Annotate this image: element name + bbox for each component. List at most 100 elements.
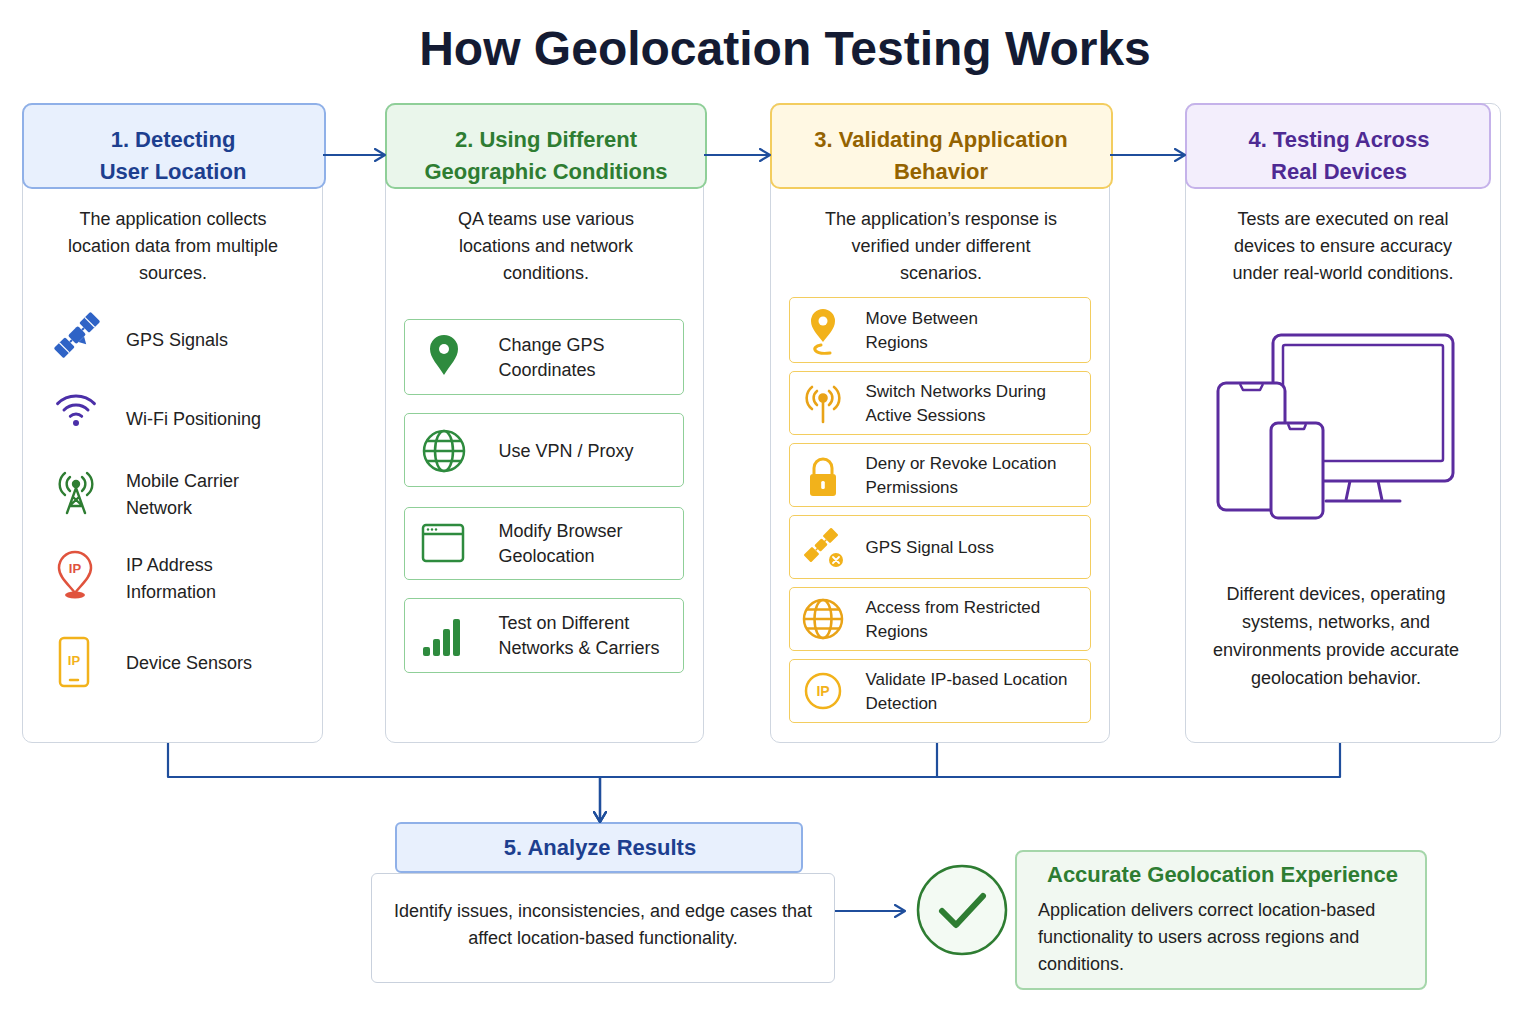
box-text: Deny or Revoke Location Permissions xyxy=(866,452,1071,500)
wifi-icon xyxy=(58,396,95,426)
result-box: 5. Analyze ResultsIdentify issues, incon… xyxy=(371,822,835,983)
devices-illustration xyxy=(1288,424,1306,429)
connector-group xyxy=(168,155,1340,911)
devices-illustration xyxy=(1218,335,1453,518)
box-text: Validate IP-based Location Detection xyxy=(866,668,1086,716)
antenna-icon xyxy=(807,387,840,422)
box-text: Wi-Fi Positioning xyxy=(126,406,286,433)
signal-loss-icon xyxy=(814,538,828,552)
condition-box: Move Between Regions xyxy=(789,297,1091,363)
ip-pin-icon xyxy=(59,552,91,593)
moving-pin-icon xyxy=(811,309,835,353)
cell-tower-icon xyxy=(82,477,85,491)
diagram-title: How Geolocation Testing Works xyxy=(285,20,1285,78)
condition-box: Use VPN / Proxy xyxy=(404,413,684,487)
flow-connector xyxy=(600,743,1340,822)
padlock-icon xyxy=(821,481,825,489)
cell-tower-icon xyxy=(87,473,92,495)
condition-box: Access from Restricted Regions xyxy=(789,587,1091,651)
success-check-icon xyxy=(918,866,1006,954)
stage-column: 4. Testing Across Real DevicesTests are … xyxy=(1185,103,1501,743)
box-text: Identify issues, inconsistencies, and ed… xyxy=(393,898,813,952)
outcome-box: Accurate Geolocation ExperienceApplicati… xyxy=(905,850,1427,990)
globe-icon xyxy=(424,431,464,471)
location-pin-icon xyxy=(439,344,449,354)
condition-box: Change GPS Coordinates xyxy=(404,319,684,395)
stage-column: 3. Validating Application BehaviorThe ap… xyxy=(770,103,1110,743)
cell-tower-icon xyxy=(60,473,93,513)
moving-pin-icon xyxy=(819,317,828,326)
browser-icon xyxy=(423,525,463,561)
satellite-icon xyxy=(54,337,75,358)
success-check-icon xyxy=(942,896,983,925)
wifi-icon xyxy=(73,420,79,426)
box-text: Device Sensors xyxy=(126,650,286,677)
globe-icon xyxy=(804,600,842,638)
flow-connector xyxy=(1110,154,1185,156)
satellite-icon xyxy=(54,312,105,363)
signal-loss-icon xyxy=(823,527,839,543)
antenna-icon xyxy=(829,391,832,405)
ip-circle-icon xyxy=(806,674,840,708)
flow-connector xyxy=(704,154,770,156)
globe-icon xyxy=(804,610,842,629)
box-text: Mobile Carrier Network xyxy=(126,468,286,522)
box-text: Different devices, operating systems, ne… xyxy=(1207,580,1465,692)
devices-illustration xyxy=(1326,500,1400,503)
box-text: Switch Networks During Active Sessions xyxy=(866,380,1066,428)
padlock-icon xyxy=(810,459,836,496)
box-text: Use VPN / Proxy xyxy=(499,438,679,463)
browser-icon xyxy=(423,533,463,536)
condition-box: Validate IP-based Location Detection xyxy=(789,659,1091,723)
box-text: The application collects location data f… xyxy=(61,206,286,287)
box-text: Access from Restricted Regions xyxy=(866,596,1056,644)
cell-tower-icon xyxy=(73,481,79,487)
satellite-icon xyxy=(78,336,89,347)
box-text: GPS Signals xyxy=(126,327,286,354)
moving-pin-icon xyxy=(815,345,830,353)
wifi-icon xyxy=(58,396,95,404)
signal-loss-icon xyxy=(803,527,838,562)
satellite-icon xyxy=(68,326,86,344)
box-text: GPS Signal Loss xyxy=(866,536,1066,560)
signal-loss-icon xyxy=(829,553,843,567)
ip-circle-icon xyxy=(806,674,840,708)
icon-label: IP xyxy=(69,561,81,576)
signal-bars-icon xyxy=(423,619,460,656)
satellite-icon xyxy=(79,312,100,333)
globe-icon xyxy=(424,441,464,461)
flow-connector xyxy=(323,154,385,156)
box-text: QA teams use various locations and netwo… xyxy=(439,206,654,287)
globe-icon xyxy=(424,431,464,471)
wifi-icon xyxy=(64,405,88,410)
condition-box: Deny or Revoke Location Permissions xyxy=(789,443,1091,507)
box-heading: 2. Using Different Geographic Conditions xyxy=(411,124,681,188)
devices-illustration xyxy=(1240,384,1263,390)
icon-label: IP xyxy=(816,683,829,699)
location-pin-icon xyxy=(430,335,458,375)
cell-tower-icon xyxy=(60,473,65,495)
devices-illustration xyxy=(1218,383,1285,510)
globe-icon xyxy=(435,431,453,471)
signal-bars-icon xyxy=(433,639,440,656)
moving-pin-icon xyxy=(811,309,835,342)
signal-bars-icon xyxy=(453,619,460,656)
box-text: Modify Browser Geolocation xyxy=(499,519,679,569)
box-heading: 1. Detecting User Location xyxy=(88,124,258,188)
padlock-icon xyxy=(814,459,832,474)
box-heading: Accurate Geolocation Experience xyxy=(1047,860,1407,890)
ip-pin-icon xyxy=(59,552,91,599)
flow-connector xyxy=(600,743,937,822)
box-text: Tests are executed on real devices to en… xyxy=(1211,206,1476,287)
box-text: Application delivers correct location-ba… xyxy=(1038,897,1418,978)
box-text: Change GPS Coordinates xyxy=(499,333,679,383)
padlock-icon xyxy=(810,474,836,496)
signal-loss-icon xyxy=(803,547,819,563)
box-heading: 3. Validating Application Behavior xyxy=(796,124,1086,188)
stage-column: 2. Using Different Geographic Conditions… xyxy=(385,103,704,743)
globe-icon xyxy=(815,600,832,638)
location-pin-icon xyxy=(430,335,458,375)
box-text: The application’s response is verified u… xyxy=(810,206,1072,287)
